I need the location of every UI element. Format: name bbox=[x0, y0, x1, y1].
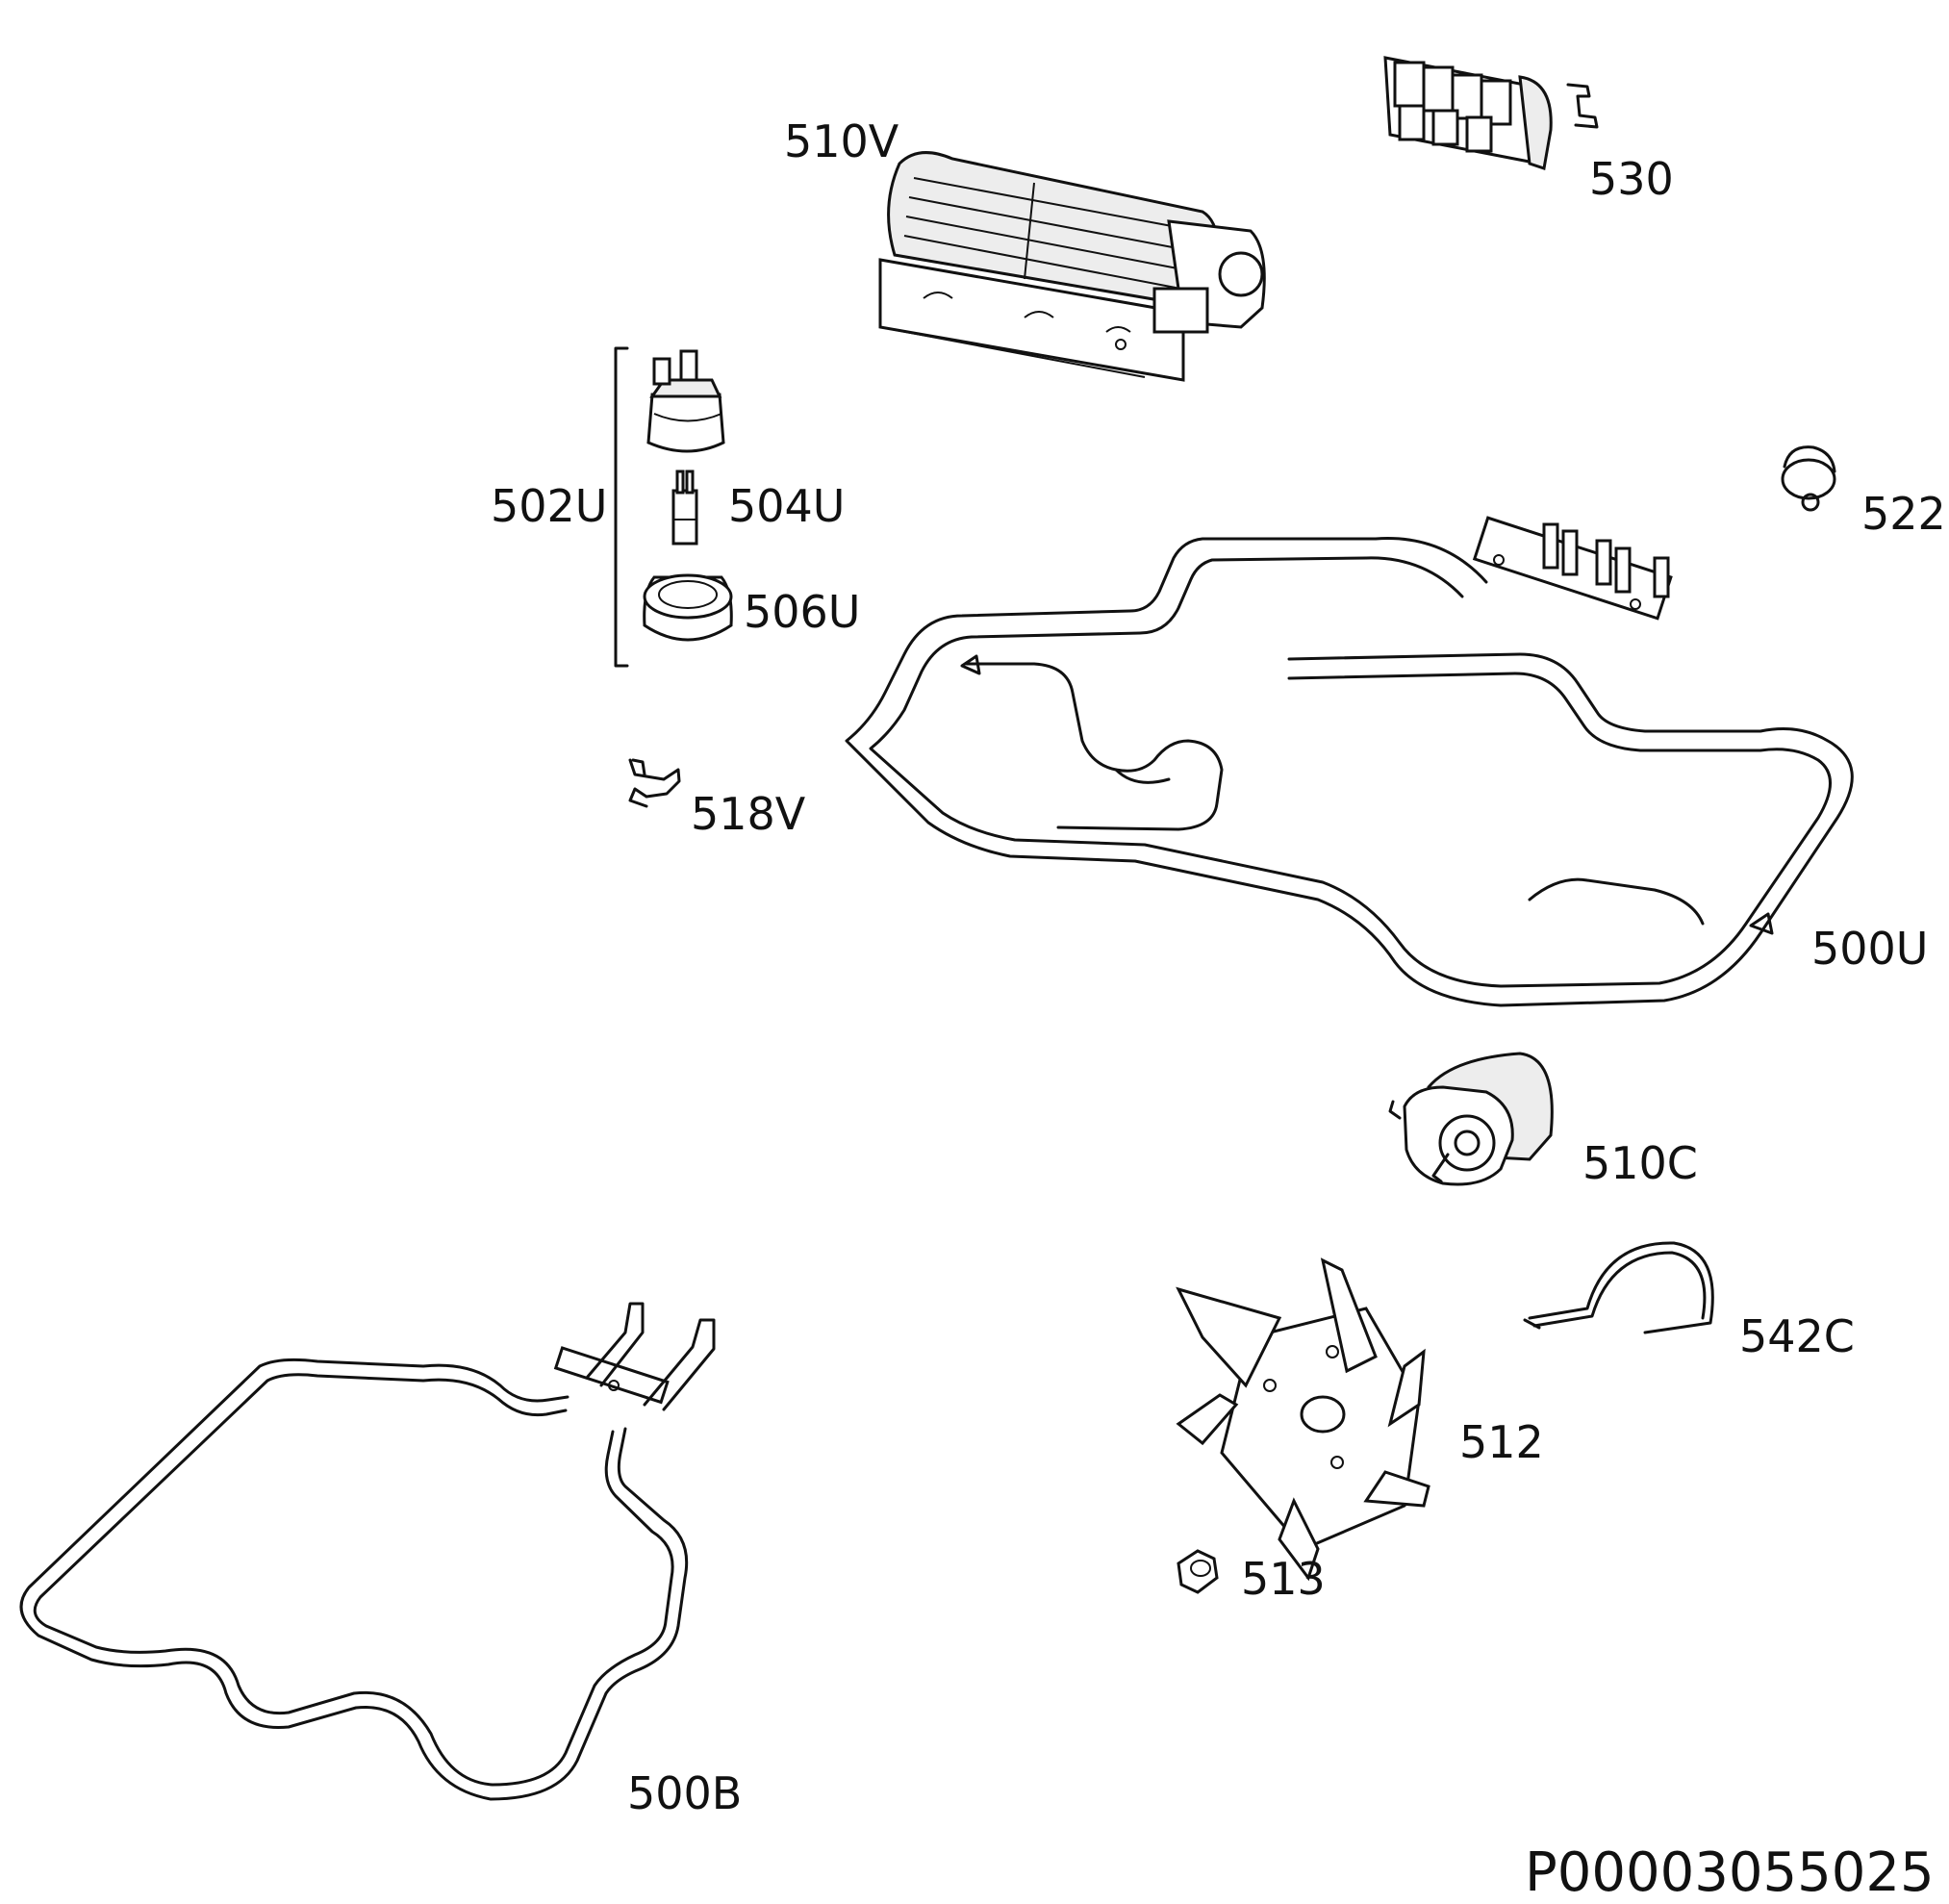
socket-522[interactable] bbox=[1781, 445, 1836, 512]
grill-element-500u[interactable] bbox=[845, 516, 1854, 1007]
document-id: P00003055025 bbox=[1525, 1841, 1935, 1904]
bottom-element-500b[interactable] bbox=[19, 1302, 716, 1801]
bracket-502u bbox=[614, 346, 629, 668]
label-504u: 504U bbox=[728, 480, 845, 532]
label-513: 513 bbox=[1241, 1553, 1326, 1605]
label-522: 522 bbox=[1861, 488, 1946, 540]
label-510v: 510V bbox=[784, 115, 899, 167]
label-502u: 502U bbox=[491, 480, 607, 532]
wire-clamp-542c[interactable] bbox=[1523, 1241, 1714, 1334]
fan-impeller-512[interactable] bbox=[1176, 1257, 1430, 1582]
terminal-block-530[interactable] bbox=[1383, 56, 1599, 170]
label-506u: 506U bbox=[744, 586, 860, 638]
label-512: 512 bbox=[1459, 1416, 1544, 1468]
label-530: 530 bbox=[1589, 153, 1674, 205]
label-542c: 542C bbox=[1739, 1310, 1855, 1362]
clip-518v[interactable] bbox=[628, 758, 681, 808]
label-500u: 500U bbox=[1811, 923, 1928, 975]
tangential-fan-510v[interactable] bbox=[878, 151, 1266, 382]
fan-motor-510c[interactable] bbox=[1388, 1052, 1554, 1186]
label-500b: 500B bbox=[627, 1767, 742, 1819]
glass-cover-506u[interactable] bbox=[643, 573, 733, 642]
label-510c: 510C bbox=[1582, 1137, 1698, 1189]
bulb-504u[interactable] bbox=[671, 470, 698, 546]
nut-513[interactable] bbox=[1177, 1549, 1219, 1594]
lamp-holder-502u[interactable] bbox=[646, 349, 725, 453]
label-518v: 518V bbox=[691, 788, 806, 840]
